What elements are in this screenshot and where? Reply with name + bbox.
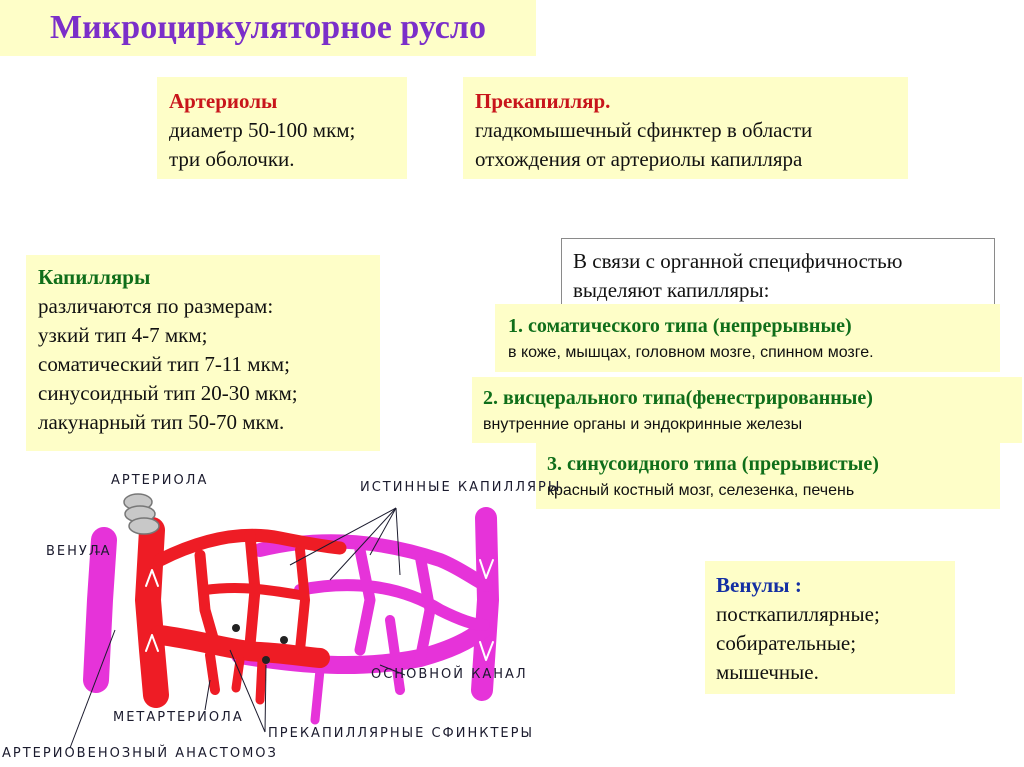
venules-line: посткапиллярные; — [716, 602, 880, 626]
type-description: внутренние органы и эндокринные железы — [483, 416, 803, 433]
capillaries-box: Капилляры различаются по размерам: узкий… — [26, 255, 380, 451]
capillaries-heading: Капилляры — [38, 265, 151, 289]
label-metarteriole: МЕТАРТЕРИОЛА — [113, 710, 244, 725]
capillary-type-3: 3. синусоидного типа (прерывистые) красн… — [536, 443, 1000, 509]
pointer-lines — [69, 507, 406, 749]
label-arteriole: АРТЕРИОЛА — [111, 473, 209, 488]
precapillary-heading: Прекапилляр. — [475, 89, 611, 113]
organ-specificity-note: В связи с органной специфичностью выделя… — [561, 238, 995, 308]
type-heading: 1. соматического типа (непрерывные) — [508, 315, 852, 337]
venules-line: собирательные; — [716, 631, 857, 655]
precapillary-sphincters — [232, 624, 288, 664]
arterioles-line: диаметр 50-100 мкм; — [169, 118, 356, 142]
arterioles-box: Артериолы диаметр 50-100 мкм; три оболоч… — [157, 77, 407, 179]
arterioles-line: три оболочки. — [169, 147, 295, 171]
type-heading: 3. синусоидного типа (прерывистые) — [547, 453, 879, 475]
venules-line: мышечные. — [716, 660, 819, 684]
capillaries-line: лакунарный тип 50-70 мкм. — [38, 410, 285, 434]
organ-note-line: выделяют капилляры: — [573, 278, 770, 302]
organ-note-line: В связи с органной специфичностью — [573, 249, 903, 273]
venules-box: Венулы : посткапиллярные; собирательные;… — [705, 561, 955, 694]
type-description: красный костный мозг, селезенка, печень — [547, 482, 855, 499]
precapillary-box: Прекапилляр. гладкомышечный сфинктер в о… — [463, 77, 908, 179]
capillaries-line: соматический тип 7-11 мкм; — [38, 352, 290, 376]
label-venule: ВЕНУЛА — [46, 544, 112, 559]
label-true-capillaries: ИСТИННЫЕ КАПИЛЛЯРЫ — [360, 480, 562, 495]
label-precapillary-sphincters: ПРЕКАПИЛЛЯРНЫЕ СФИНКТЕРЫ — [268, 726, 534, 741]
microcirculation-diagram — [69, 493, 499, 749]
label-main-channel: ОСНОВНОЙ КАНАЛ — [371, 667, 528, 682]
capillary-type-1: 1. соматического типа (непрерывные) в ко… — [495, 304, 1000, 372]
capillaries-line: синусоидный тип 20-30 мкм; — [38, 381, 298, 405]
precapillary-line: гладкомышечный сфинктер в области — [475, 118, 813, 142]
type-description: в коже, мышцах, головном мозге, спинном … — [508, 344, 874, 361]
arterioles-heading: Артериолы — [169, 89, 278, 113]
arterial-network — [135, 517, 347, 708]
arteriole-coil — [123, 493, 160, 535]
venules-heading: Венулы : — [716, 573, 802, 597]
capillaries-line: различаются по размерам: — [38, 294, 274, 318]
label-av-anastomosis: АРТЕРИОВЕНОЗНЫЙ АНАСТОМОЗ — [2, 746, 278, 761]
capillary-type-2: 2. висцерального типа(фенестрированные) … — [472, 377, 1022, 443]
page-title: Микроциркуляторное русло — [0, 0, 536, 56]
type-heading: 2. висцерального типа(фенестрированные) — [483, 387, 873, 409]
capillaries-line: узкий тип 4-7 мкм; — [38, 323, 208, 347]
precapillary-line: отхождения от артериолы капилляра — [475, 147, 803, 171]
